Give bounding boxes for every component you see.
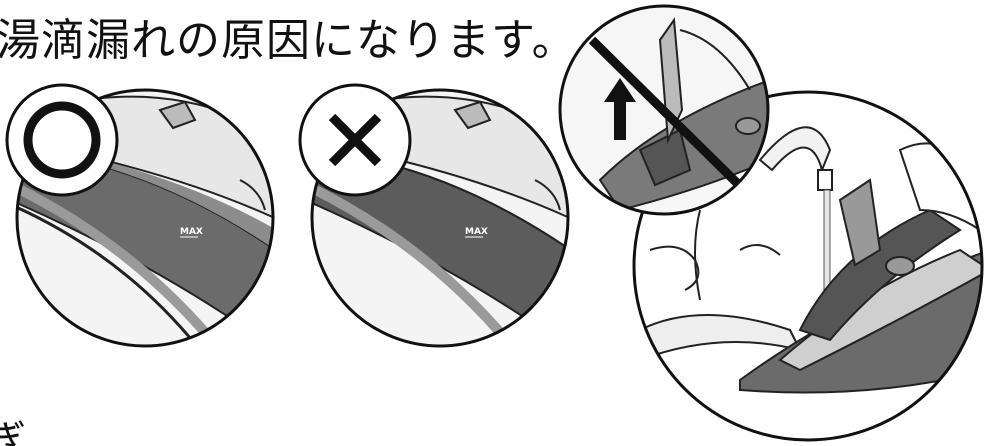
partial-bottom-text: ぎ… bbox=[0, 418, 66, 446]
correct-o-icon bbox=[23, 101, 101, 179]
up-arrow-icon bbox=[604, 78, 636, 140]
prohibited-slash-icon bbox=[588, 36, 742, 188]
max-line-label: MAX bbox=[180, 227, 203, 237]
prohibited-inset bbox=[558, 4, 770, 216]
overfilled-panel: MAX bbox=[298, 83, 570, 348]
instruction-caption: 湯滴漏れの原因になります。 bbox=[0, 15, 577, 66]
correct-fill-panel: MAX bbox=[5, 83, 275, 348]
incorrect-x-icon bbox=[328, 113, 382, 167]
max-line-label: MAX bbox=[465, 227, 488, 237]
